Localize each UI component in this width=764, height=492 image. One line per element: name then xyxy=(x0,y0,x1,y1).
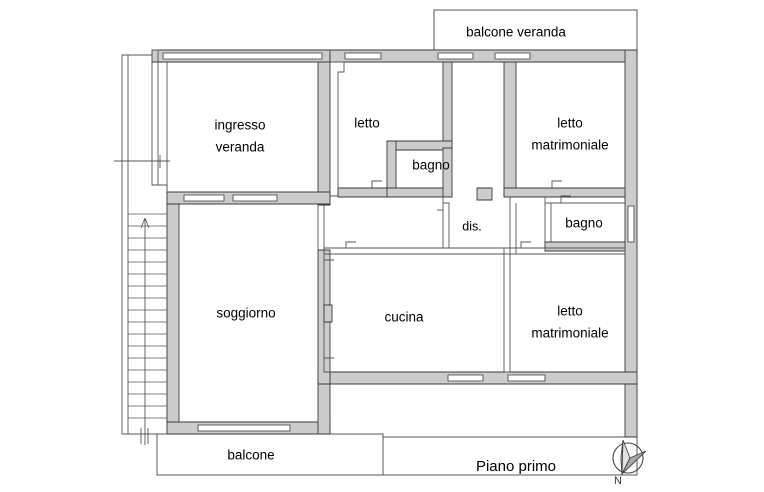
bagno-top-walls xyxy=(386,140,453,198)
compass-circle xyxy=(612,442,644,474)
letto-matrimoniale-bottom-walls xyxy=(509,241,626,255)
room-label-bagno-top: bagno xyxy=(412,158,450,173)
balcone-area xyxy=(156,433,638,476)
room-label-dis: dis. xyxy=(462,219,481,233)
room-label-letto-matrimoniale-top-line2: matrimoniale xyxy=(531,138,608,153)
room-label-letto: letto xyxy=(354,116,380,131)
room-label-ingresso-veranda-line1: ingresso xyxy=(214,118,265,133)
compass-needle-dark xyxy=(621,450,647,475)
stair-treads xyxy=(128,213,167,419)
ingresso-veranda-walls xyxy=(151,49,331,206)
room-label-bagno-right: bagno xyxy=(565,216,603,231)
balcony-label-balcone-veranda: balcone veranda xyxy=(466,25,566,40)
balcony-label-balcone: balcone xyxy=(227,448,274,463)
balcony-labels: balcone veranda balcone xyxy=(227,25,566,463)
letto-matrimoniale-top-walls xyxy=(503,61,626,198)
room-label-ingresso-veranda-line2: veranda xyxy=(216,140,265,155)
staircase xyxy=(114,54,170,445)
room-labels: ingresso veranda letto letto matrimonial… xyxy=(214,116,608,341)
room-label-letto-matrimoniale-bottom-line1: letto xyxy=(557,304,583,319)
room-label-letto-matrimoniale-bottom-line2: matrimoniale xyxy=(531,326,608,341)
compass-north-label: N xyxy=(614,475,622,487)
cucina-walls xyxy=(323,241,517,373)
room-label-soggiorno: soggiorno xyxy=(216,306,275,321)
compass-needle-highlight xyxy=(620,439,624,475)
compass-rose: N xyxy=(612,439,647,487)
room-label-letto-matrimoniale-top-line1: letto xyxy=(557,116,583,131)
room-label-cucina: cucina xyxy=(384,310,424,325)
plan-caption: Piano primo xyxy=(476,458,556,475)
